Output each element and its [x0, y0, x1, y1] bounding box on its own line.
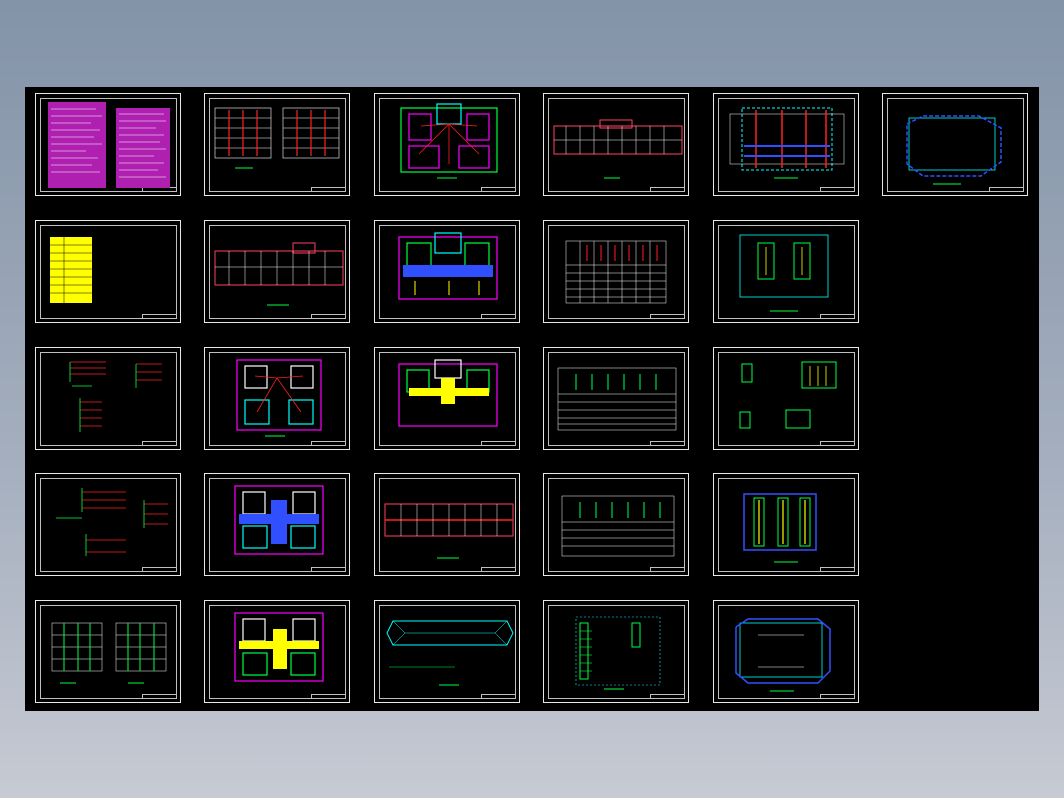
drawing-sheet-details-1[interactable]: [713, 347, 859, 450]
drawing-sheet-table-2[interactable]: [543, 347, 689, 450]
drawing-sheet-legend[interactable]: [35, 220, 181, 323]
drawing-sheet-long-plan-2[interactable]: [204, 220, 350, 323]
drawing-sheet-distribution-system[interactable]: [543, 600, 689, 703]
drawing-sheet-grounding-2[interactable]: [713, 600, 859, 703]
drawing-sheet-table-3[interactable]: [543, 473, 689, 576]
drawing-sheet-long-plan-3[interactable]: [374, 473, 520, 576]
drawing-sheet-roof-lightning-1[interactable]: [713, 93, 859, 196]
drawing-sheet-grounding-1[interactable]: [882, 93, 1028, 196]
drawing-sheet-system-diagram-1[interactable]: [204, 93, 350, 196]
drawing-sheet-roof-plan[interactable]: [374, 600, 520, 703]
drawing-sheet-wiring-diagram-1[interactable]: [35, 347, 181, 450]
drawing-sheet-table-1[interactable]: [543, 220, 689, 323]
drawing-sheet-long-plan-1[interactable]: [543, 93, 689, 196]
drawing-sheet-notes[interactable]: [35, 93, 181, 196]
drawing-sheet-floor-plan-2[interactable]: [374, 220, 520, 323]
drawing-sheet-floor-plan-5[interactable]: [204, 473, 350, 576]
drawing-canvas[interactable]: [25, 87, 1039, 711]
drawing-sheet-floor-plan-1[interactable]: [374, 93, 520, 196]
drawing-sheet-floor-plan-4[interactable]: [374, 347, 520, 450]
drawing-sheet-wiring-diagram-2[interactable]: [35, 473, 181, 576]
drawing-sheet-shaft-2[interactable]: [713, 473, 859, 576]
drawing-sheet-shaft-1[interactable]: [713, 220, 859, 323]
drawing-sheet-riser-diagram[interactable]: [35, 600, 181, 703]
drawing-sheet-floor-plan-3[interactable]: [204, 347, 350, 450]
drawing-sheet-floor-plan-6[interactable]: [204, 600, 350, 703]
